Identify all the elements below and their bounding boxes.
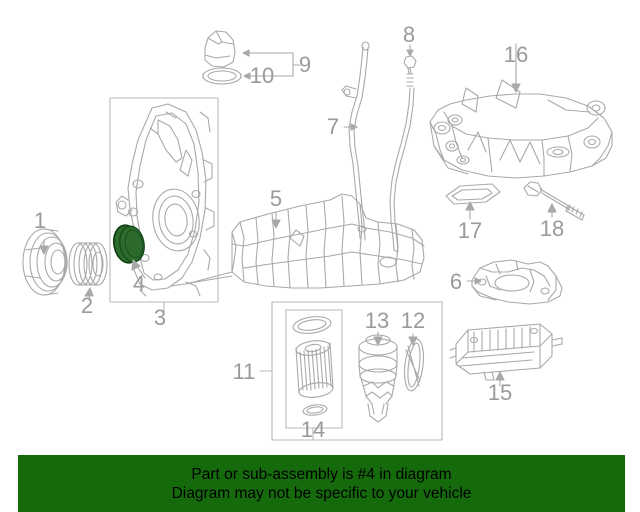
- callout-number-12: 12: [401, 308, 425, 333]
- callout-number-4: 4: [133, 271, 145, 296]
- callout-number-8: 8: [403, 22, 415, 47]
- leader-6: [466, 277, 482, 285]
- callout-number-16: 16: [504, 42, 528, 67]
- callout-number-13: 13: [365, 308, 389, 333]
- callout-number-9: 9: [299, 52, 311, 77]
- leader-17: [465, 201, 475, 220]
- part-crankshaft-pulley-damper: [22, 228, 68, 296]
- part-timing-cover-assembly: [115, 103, 215, 297]
- leader-12: [408, 333, 418, 346]
- part-crankshaft-front-seal-highlight: [112, 224, 145, 264]
- leader-5: [271, 211, 281, 229]
- part-oil-cooler-gasket: [445, 183, 501, 205]
- part-oil-level-dipstick: [389, 55, 417, 253]
- callout-number-11: 11: [233, 359, 256, 384]
- leader-4: [131, 259, 146, 279]
- info-banner: Part or sub-assembly is #4 in diagram Di…: [18, 455, 625, 512]
- part-dipstick-guide-tube: [341, 41, 370, 241]
- leader-9-10: [242, 49, 301, 80]
- part-engine-oil-cooler: [449, 323, 563, 381]
- callout-number-15: 15: [488, 380, 512, 405]
- part-oil-filter-housing: [358, 334, 398, 423]
- part-filter-housing-o-ring: [403, 338, 425, 392]
- leader-15: [495, 371, 505, 387]
- callout-number-7: 7: [327, 114, 339, 139]
- leader-1: [39, 239, 49, 255]
- callout-number-17: 17: [458, 218, 482, 243]
- part-oil-pan: [171, 193, 425, 289]
- part-oil-filler-cap: [204, 30, 236, 68]
- leader-13: [373, 331, 383, 346]
- part-oil-cooler-housing: [429, 43, 613, 179]
- callout-number-10: 10: [250, 63, 274, 88]
- callout-number-1: 1: [34, 208, 46, 233]
- callout-number-18: 18: [540, 216, 564, 241]
- callout-number-5: 5: [270, 186, 282, 211]
- callout-number-3: 3: [154, 305, 166, 330]
- callout-number-14: 14: [301, 417, 325, 442]
- leader-7: [343, 123, 358, 131]
- banner-line-1: Part or sub-assembly is #4 in diagram: [191, 465, 452, 483]
- part-oil-filter-element-kit: [292, 316, 334, 416]
- part-oil-baffle-windage-tray: [471, 259, 563, 305]
- leader-2: [84, 287, 94, 301]
- banner-line-2: Diagram may not be specific to your vehi…: [171, 484, 472, 502]
- part-housing-mounting-bolt: [523, 181, 585, 221]
- part-oil-filler-cap-seal-ring: [202, 67, 242, 85]
- part-pulley-hub: [68, 242, 108, 286]
- leader-16: [511, 69, 521, 93]
- callout-number-6: 6: [450, 269, 462, 294]
- leader-8: [406, 44, 414, 57]
- callout-number-2: 2: [81, 293, 93, 318]
- leader-18: [547, 203, 557, 218]
